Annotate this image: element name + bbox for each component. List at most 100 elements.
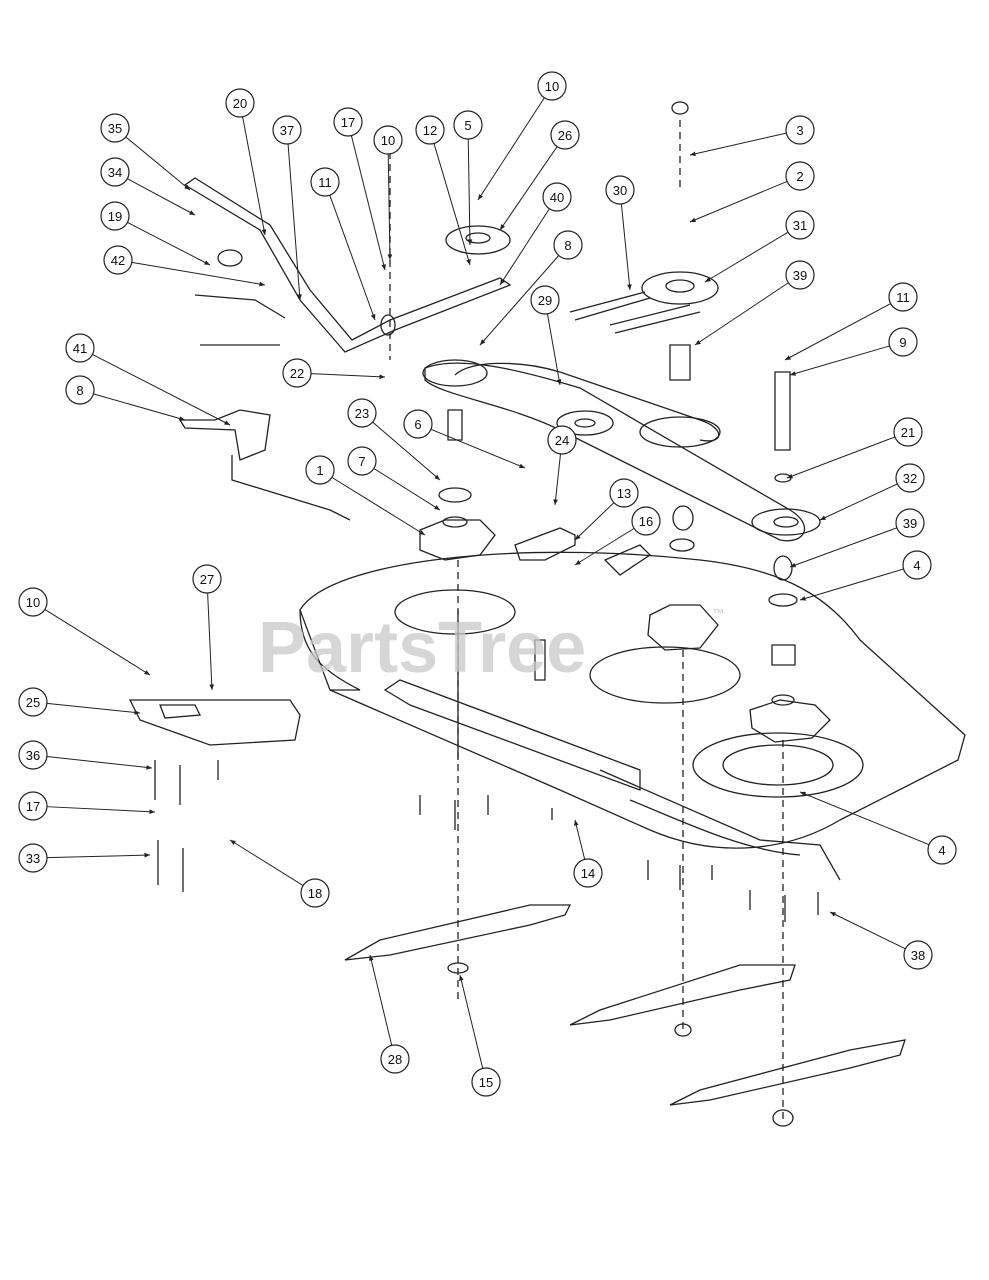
callout-leader-28 — [369, 954, 393, 1046]
callout-leader-30 — [620, 203, 631, 291]
callout-9: 9 — [888, 327, 918, 357]
callout-number: 24 — [555, 433, 569, 448]
callout-number: 12 — [423, 123, 437, 138]
callout-circle — [785, 115, 815, 145]
callout-circle — [903, 940, 933, 970]
callout-number: 19 — [108, 209, 122, 224]
deck-housing — [299, 551, 966, 849]
callout-arrowhead-6 — [519, 463, 525, 469]
callout-circle — [403, 409, 433, 439]
deck-rear-baffle — [599, 769, 841, 881]
idler-bracket-arms — [569, 291, 701, 334]
callout-1: 1 — [305, 455, 335, 485]
callout-leader-8 — [93, 393, 186, 421]
idler-pulley-top — [445, 225, 511, 255]
callout-leader-1 — [331, 476, 426, 536]
spindle-pulley-center-hub — [574, 418, 596, 428]
deck-front-rail — [383, 679, 641, 791]
callout-circle — [605, 175, 635, 205]
callout-leader-8 — [479, 255, 560, 346]
callout-circle — [530, 285, 560, 315]
callout-circle — [272, 115, 302, 145]
callout-leader-38 — [829, 911, 906, 950]
callout-circle — [609, 478, 639, 508]
callout-number: 18 — [308, 886, 322, 901]
callout-number: 5 — [464, 118, 471, 133]
callout-number: 1 — [316, 463, 323, 478]
callout-29: 29 — [530, 285, 560, 315]
callout-arrowhead-25 — [134, 710, 140, 715]
callout-circle — [785, 260, 815, 290]
callout-leader-11 — [784, 303, 891, 361]
callout-23: 23 — [347, 398, 377, 428]
callout-17: 17 — [18, 791, 48, 821]
washer-4 — [768, 593, 798, 607]
callout-arrowhead-37 — [297, 294, 302, 300]
callout-circle — [347, 398, 377, 428]
blade-nut-right — [772, 1109, 794, 1127]
callout-circle — [631, 506, 661, 536]
callout-circle — [18, 791, 48, 821]
callout-leader-6 — [430, 428, 526, 469]
callout-arrowhead-32 — [820, 515, 826, 520]
callout-leader-35 — [125, 136, 191, 191]
callout-37: 37 — [272, 115, 302, 145]
callout-11: 11 — [888, 282, 918, 312]
callout-arrowhead-7 — [434, 505, 440, 510]
callout-33: 33 — [18, 843, 48, 873]
bracket-41-rod — [231, 455, 351, 521]
bushing-39-lower — [773, 555, 793, 581]
callout-number: 39 — [793, 268, 807, 283]
callout-leader-23 — [372, 421, 441, 481]
callout-arrowhead-19 — [204, 260, 210, 265]
callout-12: 12 — [415, 115, 445, 145]
callout-arrowhead-15 — [459, 975, 464, 981]
callout-arrowhead-28 — [369, 955, 374, 961]
callout-arrowhead-8 — [480, 339, 486, 345]
spindle-housing-left-bearing — [442, 516, 468, 528]
idler-arm-bushing — [380, 314, 396, 336]
callout-leader-31 — [704, 231, 789, 283]
callout-leader-16 — [574, 527, 635, 566]
spacer-16 — [672, 505, 694, 531]
callout-leader-24 — [554, 453, 561, 506]
callout-number: 15 — [479, 1075, 493, 1090]
callout-8: 8 — [553, 230, 583, 260]
callout-42: 42 — [103, 245, 133, 275]
callout-arrowhead-36 — [146, 765, 152, 770]
callout-4: 4 — [927, 835, 957, 865]
washer-6 — [438, 487, 472, 503]
callout-circle — [225, 88, 255, 118]
gauge-pins — [154, 760, 219, 892]
mower-deck-drawing — [128, 101, 966, 1127]
callout-circle — [18, 843, 48, 873]
bracket-41 — [178, 409, 271, 461]
callout-16: 16 — [631, 506, 661, 536]
callout-14: 14 — [573, 858, 603, 888]
bracket-13 — [603, 544, 652, 576]
callout-arrowhead-10 — [387, 254, 393, 260]
callout-7: 7 — [347, 446, 377, 476]
callout-number: 38 — [911, 948, 925, 963]
callout-41: 41 — [65, 333, 95, 363]
callout-arrowhead-30 — [627, 284, 632, 290]
callout-number: 4 — [913, 558, 920, 573]
spindle-housing-center — [647, 604, 719, 651]
callout-32: 32 — [895, 463, 925, 493]
callout-19: 19 — [100, 201, 130, 231]
callout-leader-13 — [574, 502, 615, 541]
callout-circle — [65, 333, 95, 363]
callout-arrowhead-41 — [224, 420, 230, 425]
callout-circle — [333, 107, 363, 137]
callout-arrowhead-13 — [575, 534, 581, 540]
callout-leader-40 — [499, 208, 550, 286]
callout-circle — [18, 687, 48, 717]
callout-circle — [902, 550, 932, 580]
callout-circle — [18, 587, 48, 617]
callout-circle — [927, 835, 957, 865]
blade-center — [569, 964, 796, 1026]
callout-circle — [573, 858, 603, 888]
callout-circle — [305, 455, 335, 485]
callout-circle — [100, 113, 130, 143]
callout-circle — [550, 120, 580, 150]
